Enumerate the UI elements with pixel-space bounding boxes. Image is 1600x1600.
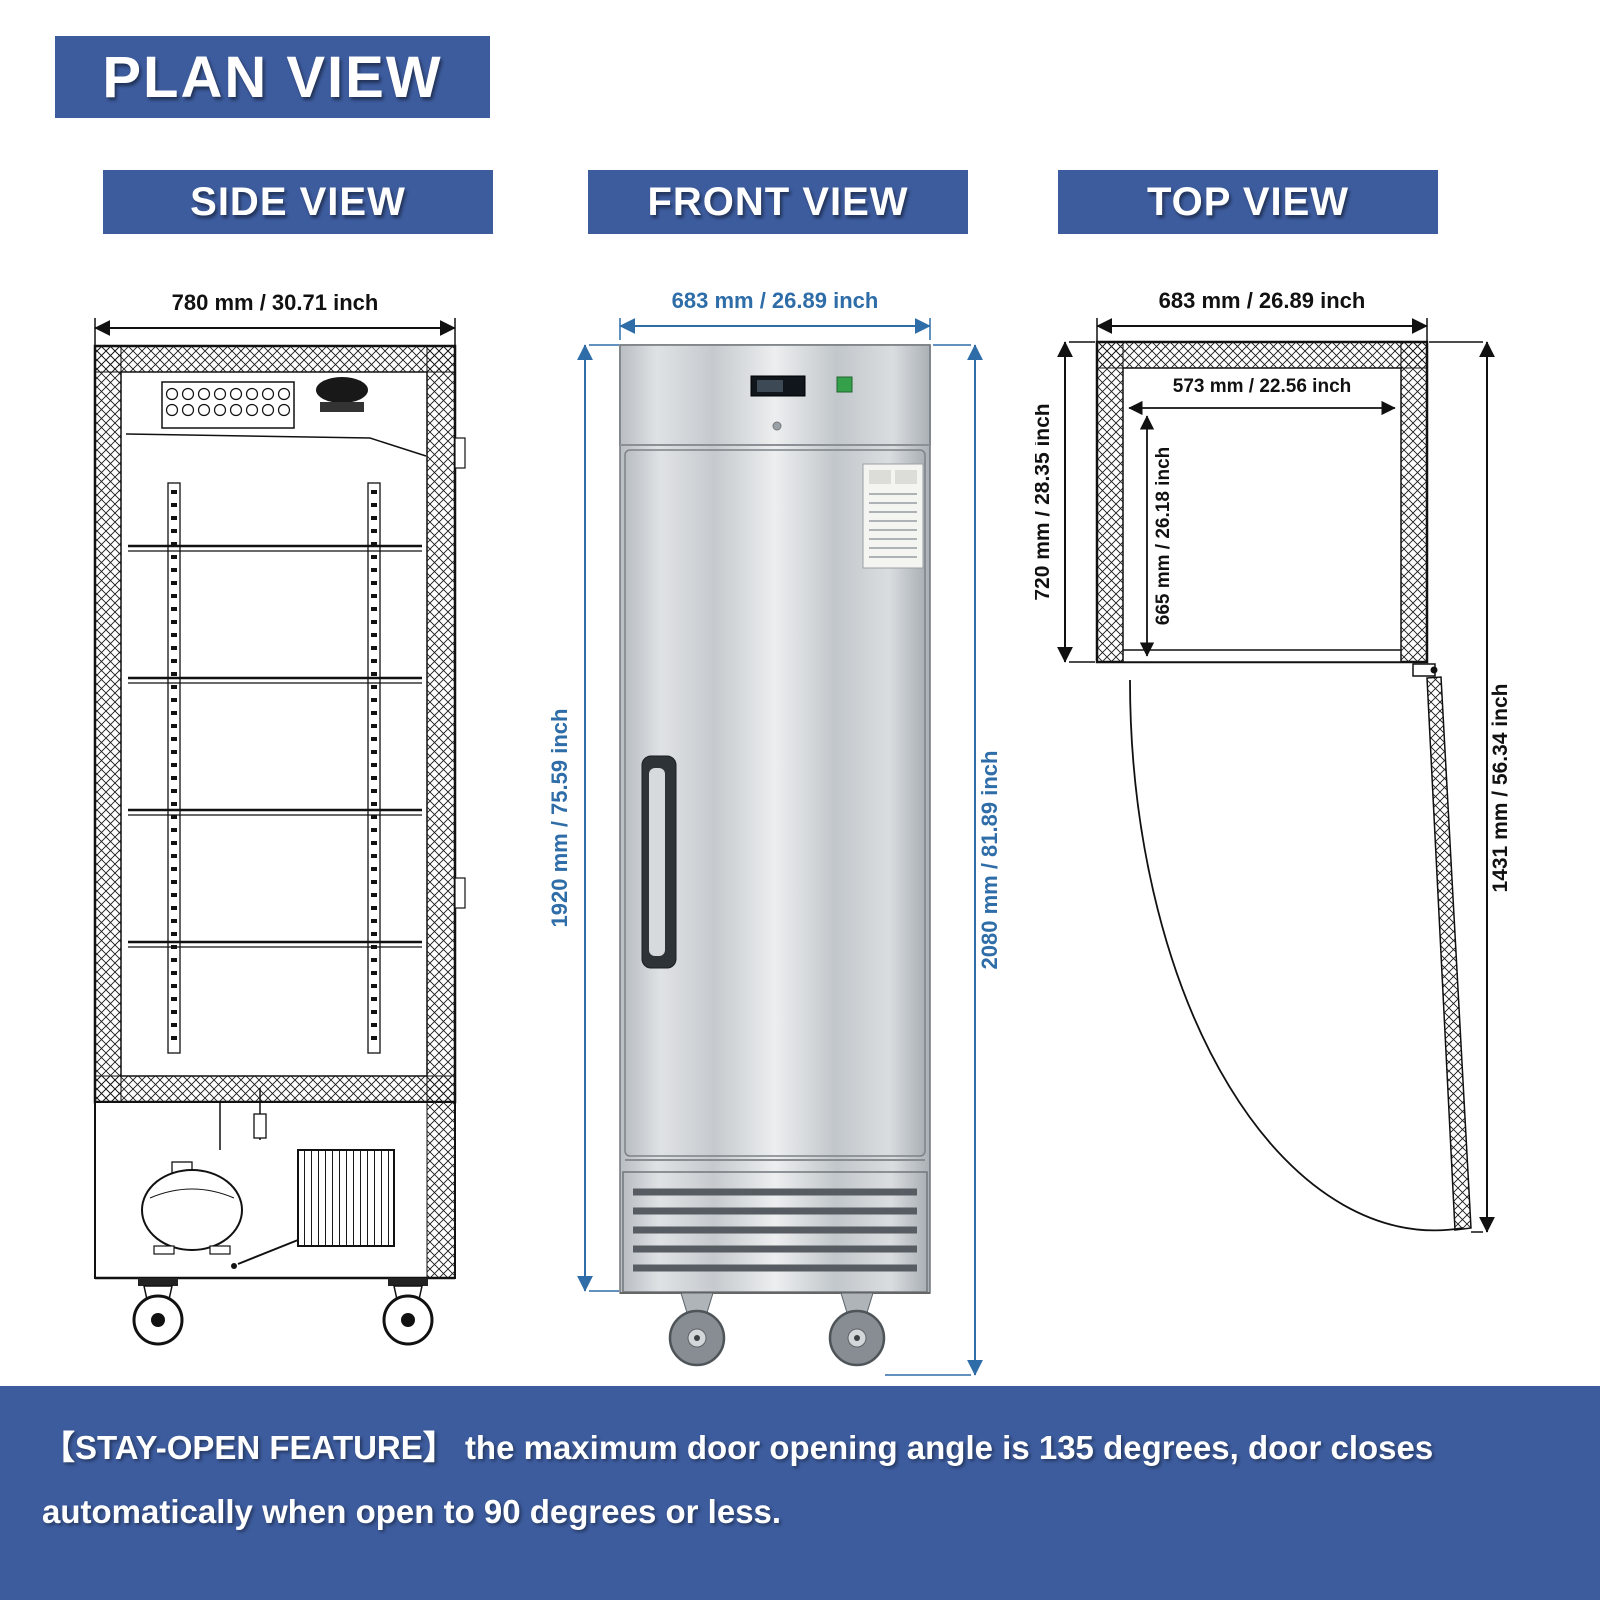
drier-filter — [253, 1113, 267, 1139]
side-view-banner: SIDE VIEW — [103, 170, 493, 234]
footer-text: 【STAY-OPEN FEATURE】 the maximum door ope… — [42, 1429, 1434, 1531]
front-view-banner: FRONT VIEW — [588, 170, 968, 234]
top-total-depth-dimension: 1431 mm / 56.34 inch — [1429, 341, 1512, 1233]
caster-right — [382, 1278, 434, 1346]
top-inner-depth-text: 665 mm / 26.18 inch — [1153, 447, 1174, 626]
front-caster-right — [828, 1292, 886, 1367]
front-caster-left — [668, 1292, 726, 1367]
top-inner-width-dimension: 573 mm / 22.56 inch — [1128, 376, 1396, 416]
side-view-drawing: 780 mm / 30.71 inch — [93, 290, 466, 1346]
front-width-dimension: 683 mm / 26.89 inch — [619, 288, 931, 340]
shelves — [128, 544, 422, 948]
cabinet-cross-section — [93, 344, 466, 1104]
door-hinge-lower — [454, 877, 466, 909]
top-width-dimension: 683 mm / 26.89 inch — [1096, 288, 1428, 342]
front-view-label: FRONT VIEW — [647, 179, 909, 224]
energy-label — [862, 463, 924, 569]
top-view-banner: TOP VIEW — [1058, 170, 1438, 234]
page-title-banner: PLAN VIEW — [55, 36, 490, 118]
caster-left — [132, 1278, 184, 1346]
top-view-label: TOP VIEW — [1146, 179, 1350, 224]
machine-compartment — [94, 1088, 456, 1280]
side-width-dimension: 780 mm / 30.71 inch — [94, 290, 456, 346]
front-view-drawing: 683 mm / 26.89 inch 1920 mm / 75.59 inch… — [547, 288, 1002, 1376]
top-view-drawing: 683 mm / 26.89 inch 573 mm / 22.56 inch … — [1035, 288, 1512, 1233]
page-title: PLAN VIEW — [102, 44, 443, 110]
side-view-label: SIDE VIEW — [190, 179, 406, 224]
condenser — [231, 1149, 395, 1269]
door-hinge-upper — [454, 437, 466, 469]
stay-open-feature-note: 【STAY-OPEN FEATURE】 the maximum door ope… — [0, 1386, 1600, 1600]
front-height-left-dimension: 1920 mm / 75.59 inch — [547, 344, 619, 1292]
compressor — [141, 1161, 243, 1255]
front-height-right-text: 2080 mm / 81.89 inch — [977, 751, 1002, 970]
top-depth-left-text: 720 mm / 28.35 inch — [1035, 403, 1054, 600]
door-handle — [641, 755, 677, 969]
power-button — [836, 376, 853, 393]
front-width-dimension-text: 683 mm / 26.89 inch — [672, 288, 879, 313]
open-door — [1129, 663, 1472, 1232]
top-depth-left-dimension: 720 mm / 28.35 inch — [1035, 341, 1095, 663]
top-inner-width-text: 573 mm / 22.56 inch — [1173, 376, 1352, 397]
ventilation-grille — [622, 1171, 928, 1293]
fridge-door — [624, 449, 926, 1157]
front-height-left-text: 1920 mm / 75.59 inch — [547, 709, 572, 928]
top-width-dimension-text: 683 mm / 26.89 inch — [1159, 288, 1366, 313]
evaporator-fan — [125, 377, 427, 457]
front-height-right-dimension: 2080 mm / 81.89 inch — [885, 344, 1002, 1376]
door-swing-arc — [1129, 679, 1464, 1232]
control-panel — [619, 344, 931, 446]
shelf-rails — [167, 482, 381, 1054]
side-width-dimension-text: 780 mm / 30.71 inch — [172, 290, 379, 315]
evaporator-coil — [161, 381, 295, 429]
fridge-body — [619, 344, 931, 1294]
top-total-depth-text: 1431 mm / 56.34 inch — [1489, 684, 1512, 893]
top-inner-depth-dimension: 665 mm / 26.18 inch — [1139, 415, 1174, 657]
